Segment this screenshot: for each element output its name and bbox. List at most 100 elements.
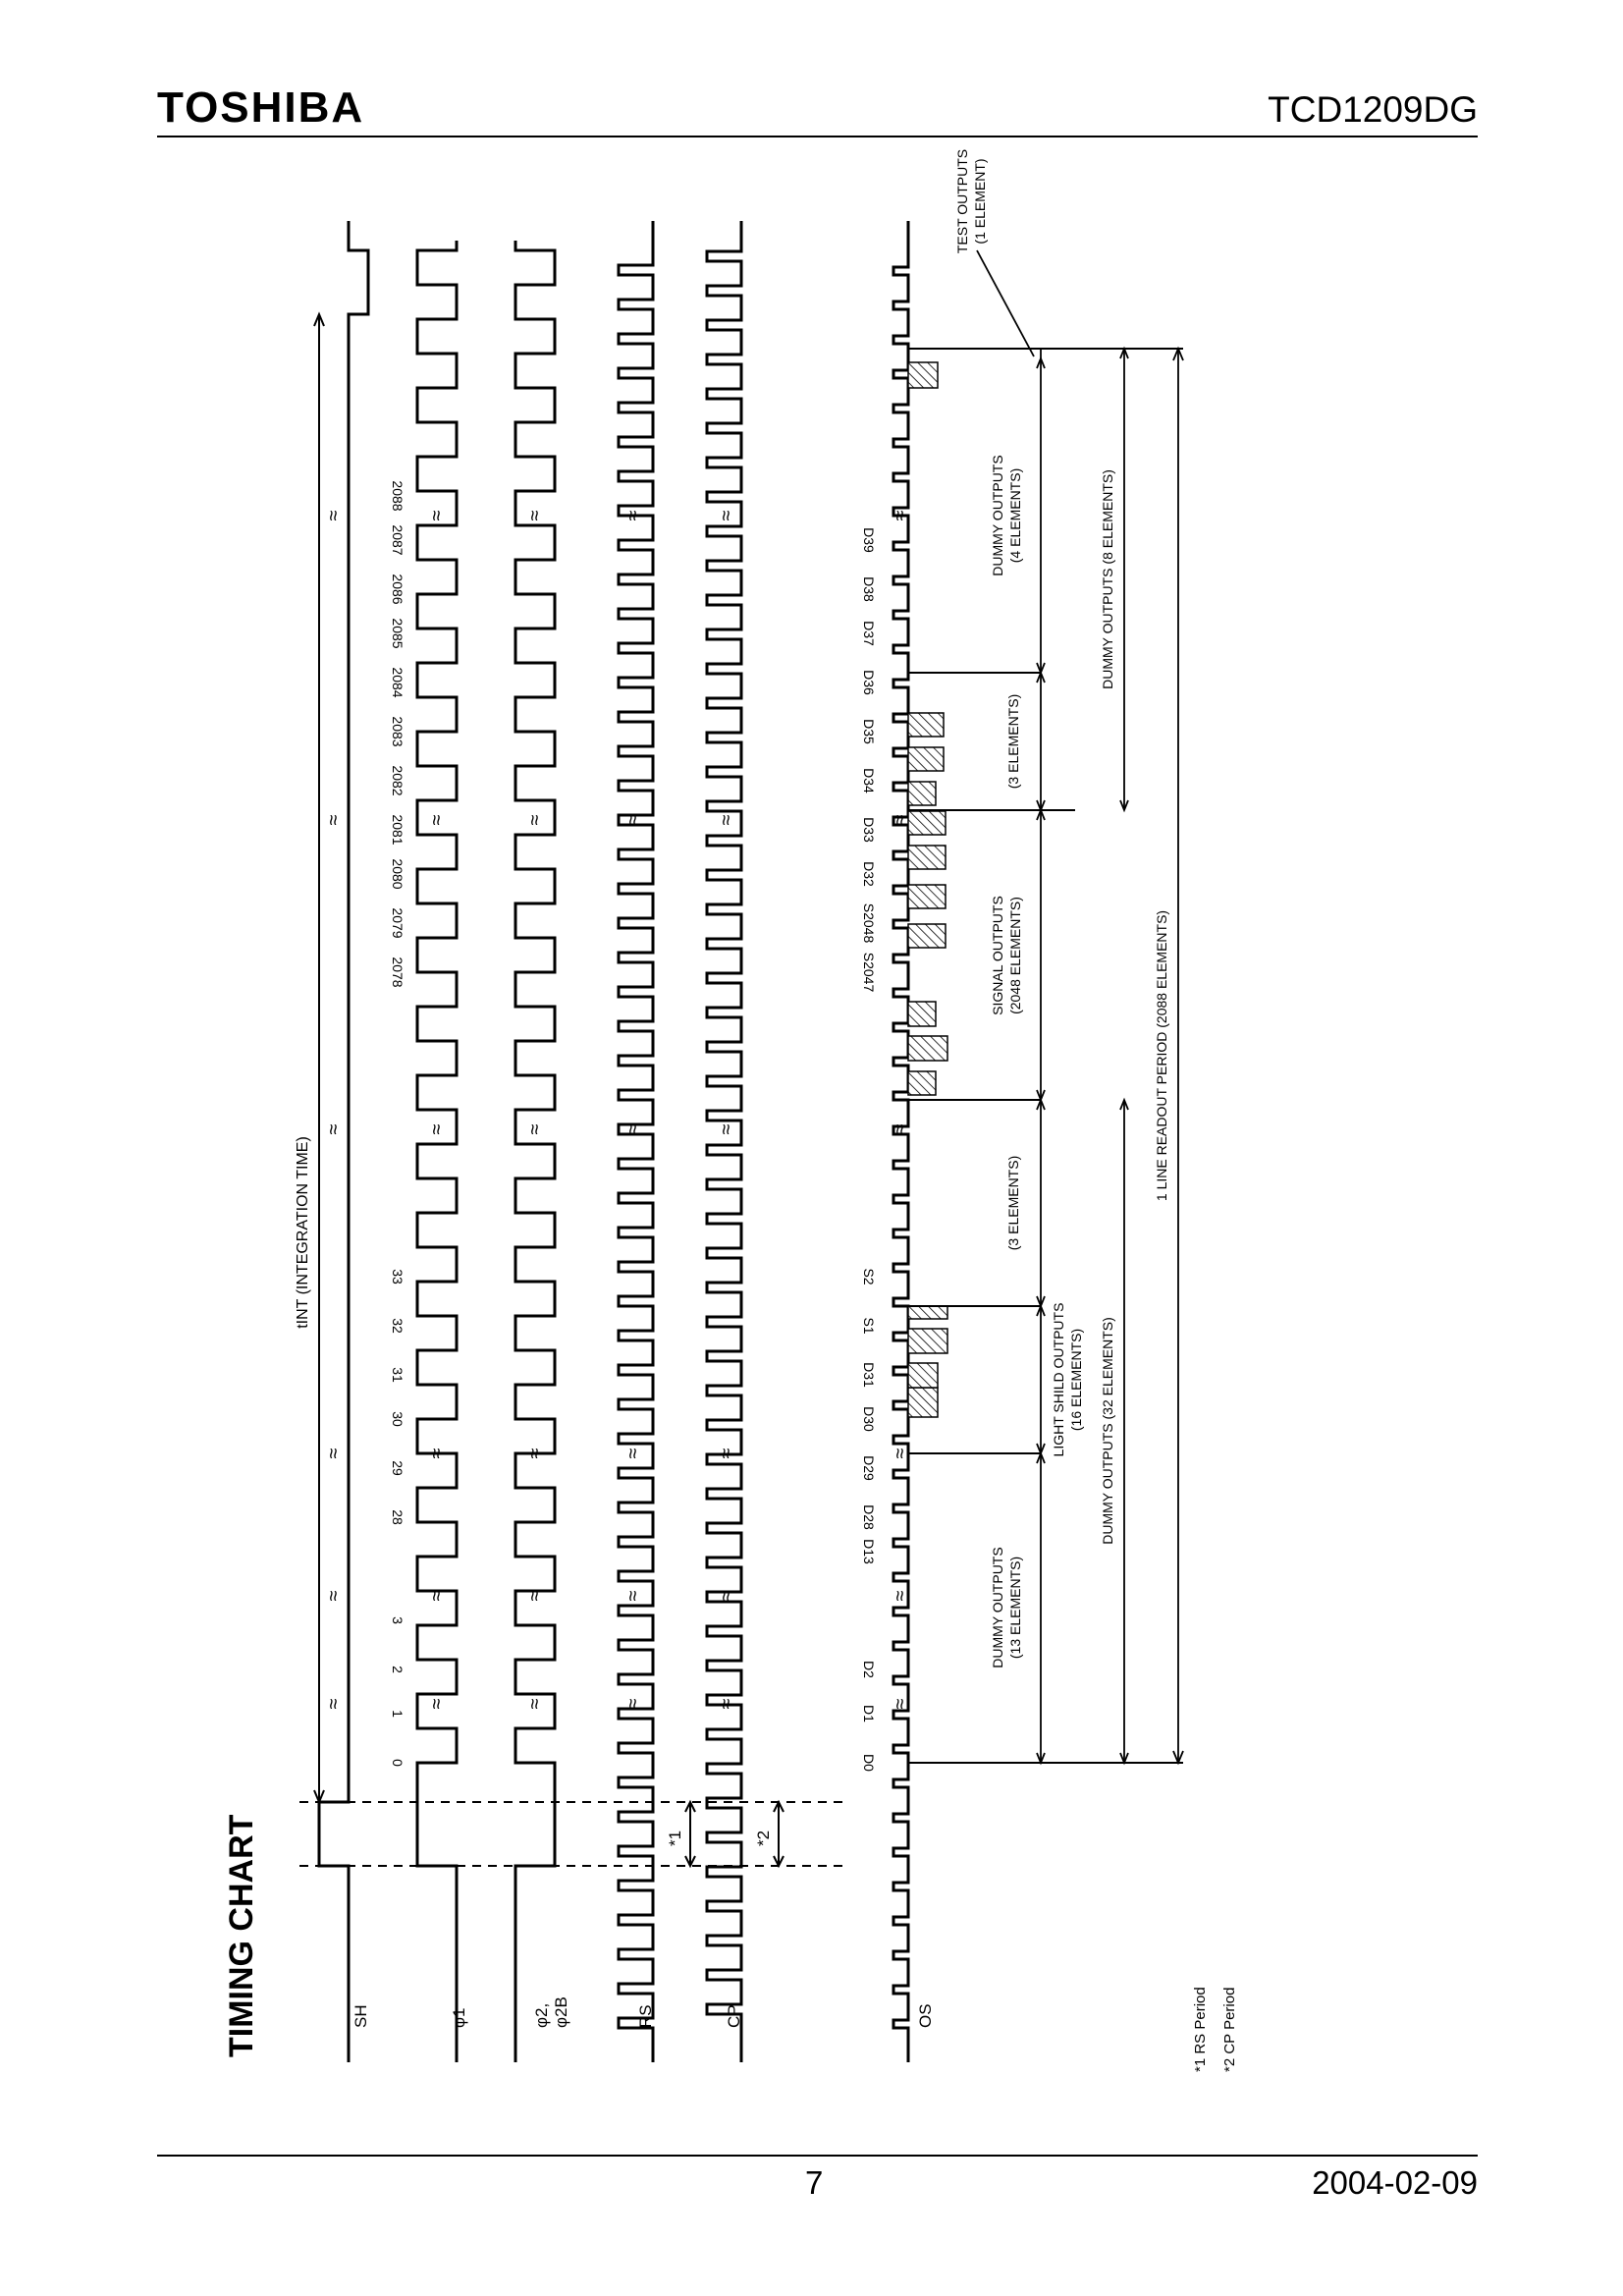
rs-trace xyxy=(617,221,655,2062)
output-label: D28 xyxy=(861,1504,877,1530)
hatch-block xyxy=(907,810,947,836)
output-label: S1 xyxy=(861,1317,877,1334)
hatch-block xyxy=(907,1070,937,1096)
break-mark: ≈ xyxy=(323,814,345,825)
output-label: D33 xyxy=(861,817,877,843)
marker-1: *1 xyxy=(666,1831,684,1846)
break-mark: ≈ xyxy=(524,1590,546,1601)
break-mark: ≈ xyxy=(524,1448,546,1458)
element-number: 3 xyxy=(390,1616,406,1624)
element-number: 29 xyxy=(390,1460,406,1476)
cp-trace xyxy=(705,221,743,2062)
hatch-block xyxy=(907,1305,948,1320)
hatch-block xyxy=(907,1001,937,1027)
os-waveform xyxy=(892,221,910,2062)
break-mark: ≈ xyxy=(716,1698,737,1709)
footer-rule xyxy=(157,2155,1478,2157)
break-mark: ≈ xyxy=(524,1123,546,1134)
break-mark: ≈ xyxy=(323,1123,345,1134)
break-mark: ≈ xyxy=(524,1698,546,1709)
sh-trace xyxy=(317,221,370,2062)
region-dummy32: DUMMY OUTPUTS (32 ELEMENTS) xyxy=(1100,1317,1115,1545)
output-label: D37 xyxy=(861,621,877,646)
region-boundaries xyxy=(908,348,1183,1764)
break-mark: ≈ xyxy=(622,1590,644,1601)
element-number: 31 xyxy=(390,1367,406,1383)
output-label: D29 xyxy=(861,1455,877,1481)
phi2-trace xyxy=(514,241,557,2062)
part-number: TCD1209DG xyxy=(1268,89,1478,130)
element-number: 33 xyxy=(390,1269,406,1285)
region-signal-line2: (2048 ELEMENTS) xyxy=(1007,897,1023,1014)
element-number: 2083 xyxy=(390,716,406,746)
region-dummy4-line2: (4 ELEMENTS) xyxy=(1007,468,1023,563)
toshiba-logo: TOSHIBA xyxy=(157,83,365,132)
output-label: D35 xyxy=(861,719,877,744)
phi1-trace xyxy=(415,241,459,2062)
output-label: D0 xyxy=(861,1754,877,1772)
break-mark: ≈ xyxy=(323,1698,345,1709)
cp-waveform xyxy=(705,221,743,2062)
element-number: 2086 xyxy=(390,574,406,604)
signal-label-os: OS xyxy=(916,2003,935,2028)
element-number: 2079 xyxy=(390,907,406,938)
break-mark: ≈ xyxy=(524,814,546,825)
break-mark: ≈ xyxy=(890,1448,911,1458)
marker-2: *2 xyxy=(754,1831,773,1846)
region-test-line2: (1 ELEMENT) xyxy=(972,158,988,244)
header-rule xyxy=(157,136,1478,137)
break-mark: ≈ xyxy=(890,1123,911,1134)
break-mark: ≈ xyxy=(890,814,911,825)
element-number: 2084 xyxy=(390,667,406,697)
hatch-block xyxy=(907,923,947,949)
integration-arrow xyxy=(313,311,325,1805)
break-mark: ≈ xyxy=(622,1123,644,1134)
hatch-block xyxy=(907,712,945,738)
break-mark: ≈ xyxy=(622,814,644,825)
output-label: D34 xyxy=(861,768,877,793)
output-label: D1 xyxy=(861,1705,877,1722)
break-mark: ≈ xyxy=(323,1448,345,1458)
output-label: D30 xyxy=(861,1406,877,1432)
hatch-block xyxy=(907,1387,939,1418)
break-mark: ≈ xyxy=(890,1590,911,1601)
rs-waveform xyxy=(617,221,655,2062)
signal-label-phi1: φ1 xyxy=(450,2008,468,2028)
element-number: 2080 xyxy=(390,858,406,889)
break-mark: ≈ xyxy=(716,1123,737,1134)
element-number: 2081 xyxy=(390,814,406,845)
break-mark: ≈ xyxy=(323,510,345,520)
output-labels: D0D1D2D13D28D29D30D31S1S2S2047S2048D32D3… xyxy=(861,527,877,1772)
break-mark: ≈ xyxy=(426,1123,448,1134)
region-three-a: (3 ELEMENTS) xyxy=(1005,1156,1021,1250)
sh-waveform xyxy=(317,221,370,2062)
break-mark: ≈ xyxy=(716,1590,737,1601)
phi1-waveform xyxy=(415,241,459,2062)
signal-label-phi2b: φ2B xyxy=(552,1996,570,2028)
region-dummy8: DUMMY OUTPUTS (8 ELEMENTS) xyxy=(1100,469,1115,689)
region-dummy13-line2: (13 ELEMENTS) xyxy=(1007,1557,1023,1659)
chart-title: TIMING CHART xyxy=(223,1814,260,2057)
output-label: S2048 xyxy=(861,903,877,944)
hatch-block xyxy=(907,884,947,909)
element-number: 2088 xyxy=(390,480,406,511)
element-number: 1 xyxy=(390,1710,406,1718)
region-dummy4-line1: DUMMY OUTPUTS xyxy=(990,455,1005,575)
output-label: D2 xyxy=(861,1661,877,1678)
break-mark: ≈ xyxy=(426,1448,448,1458)
page-number: 7 xyxy=(805,2164,824,2201)
region-lightshield-line1: LIGHT SHILD OUTPUTS xyxy=(1051,1303,1066,1457)
region-arrows xyxy=(976,249,1184,1766)
integration-label: tINT (INTEGRATION TIME) xyxy=(295,1136,311,1329)
element-number: 0 xyxy=(390,1759,406,1767)
rs-period-marker xyxy=(684,1799,696,1869)
hatch-block xyxy=(907,781,937,806)
output-label: S2047 xyxy=(861,953,877,993)
region-line-readout: 1 LINE READOUT PERIOD (2088 ELEMENTS) xyxy=(1154,910,1169,1201)
break-mark: ≈ xyxy=(622,510,644,520)
break-mark: ≈ xyxy=(622,1698,644,1709)
hatch-block xyxy=(907,845,947,870)
output-hatch-blocks xyxy=(907,361,948,1418)
hatch-block xyxy=(907,746,945,772)
phi2-waveform xyxy=(514,241,557,2062)
